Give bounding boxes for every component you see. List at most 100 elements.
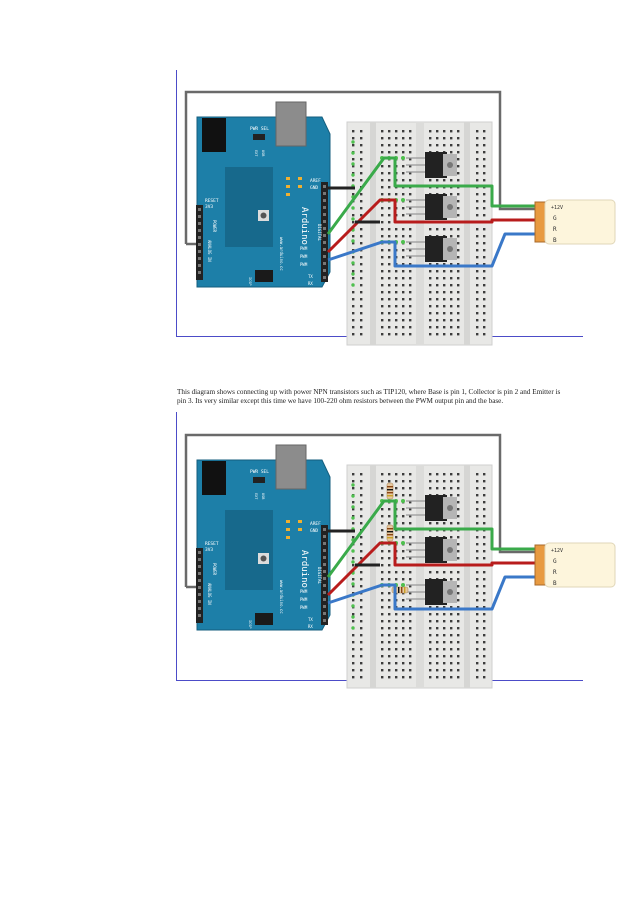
heatsink-hole [447,204,453,210]
header-pin [198,208,201,211]
header-pin [323,598,326,601]
breadboard-hole [409,634,412,637]
breadboard-hole [409,179,412,182]
breadboard-hole [381,620,384,623]
resistor-band [387,492,393,494]
breadboard-hole [457,326,460,329]
icsp-header [255,613,273,625]
rail-hole [351,560,355,564]
breadboard-hole [395,235,398,238]
resistor-band [387,531,393,533]
breadboard-hole [483,613,486,616]
breadboard-hole [450,473,453,476]
breadboard-hole [409,578,412,581]
breadboard-hole [450,298,453,301]
breadboard-hole [483,172,486,175]
breadboard-hole [395,333,398,336]
breadboard-hole [483,228,486,231]
breadboard-hole [360,242,363,245]
rail-hole [351,626,355,630]
digital-header [321,182,328,282]
breadboard-hole [483,522,486,525]
breadboard-hole [388,578,391,581]
breadboard-hole [360,263,363,266]
breadboard-hole [443,291,446,294]
v3-label: 3V3 [205,547,213,553]
connected-hole [401,240,405,244]
breadboard-hole [352,620,355,623]
breadboard-hole [457,291,460,294]
breadboard-hole [388,550,391,553]
breadboard-hole [450,284,453,287]
breadboard-hole [409,522,412,525]
breadboard-hole [476,501,479,504]
pwm-label: PWM [300,262,308,267]
breadboard-hole [352,536,355,539]
breadboard-hole [443,312,446,315]
breadboard-hole [457,522,460,525]
breadboard-hole [402,312,405,315]
breadboard-hole [443,613,446,616]
breadboard-hole [450,634,453,637]
breadboard-hole [402,172,405,175]
breadboard-hole [352,487,355,490]
breadboard-hole [381,291,384,294]
breadboard-hole [457,277,460,280]
breadboard-hole [402,676,405,679]
breadboard-hole [360,662,363,665]
pwm-label: PWM [300,589,308,594]
breadboard-hole [409,277,412,280]
breadboard-hole [388,270,391,273]
breadboard-hole [450,193,453,196]
led [298,177,302,180]
breadboard-hole [476,305,479,308]
connector-pins [534,544,546,586]
breadboard-hole [352,144,355,147]
breadboard-hole [381,613,384,616]
breadboard-hole [457,312,460,315]
breadboard-hole [450,235,453,238]
breadboard-hole [360,179,363,182]
breadboard-hole [395,613,398,616]
header-pin [323,269,326,272]
heatsink-hole [447,505,453,511]
breadboard-hole [388,669,391,672]
breadboard-hole [450,480,453,483]
breadboard-hole [352,641,355,644]
icsp-label: ICSP [248,620,252,628]
usb-label: USB [261,150,265,156]
breadboard-hole [476,284,479,287]
breadboard-hole [443,284,446,287]
breadboard-hole [476,298,479,301]
breadboard-hole [381,578,384,581]
breadboard-hole [395,270,398,273]
breadboard-hole [436,130,439,133]
header-pin [198,257,201,260]
tx-label: TX [308,617,313,622]
usb-connector [275,444,307,490]
breadboard-rail [370,465,376,688]
breadboard-hole [395,228,398,231]
breadboard-hole [409,543,412,546]
breadboard-hole [395,473,398,476]
header-pin [198,600,201,603]
transistor [425,579,447,605]
breadboard-hole [388,522,391,525]
led [286,185,290,188]
breadboard-hole [450,333,453,336]
header-pin [323,549,326,552]
breadboard-hole [381,536,384,539]
breadboard-hole [402,256,405,259]
breadboard-hole [395,627,398,630]
connected-hole [401,156,405,160]
led [298,185,302,188]
breadboard-hole [395,319,398,322]
breadboard-hole [443,627,446,630]
breadboard-hole [360,501,363,504]
breadboard-hole [483,130,486,133]
breadboard-hole [476,578,479,581]
breadboard-hole [409,480,412,483]
breadboard-hole [402,599,405,602]
breadboard-hole [381,144,384,147]
breadboard-hole [429,277,432,280]
